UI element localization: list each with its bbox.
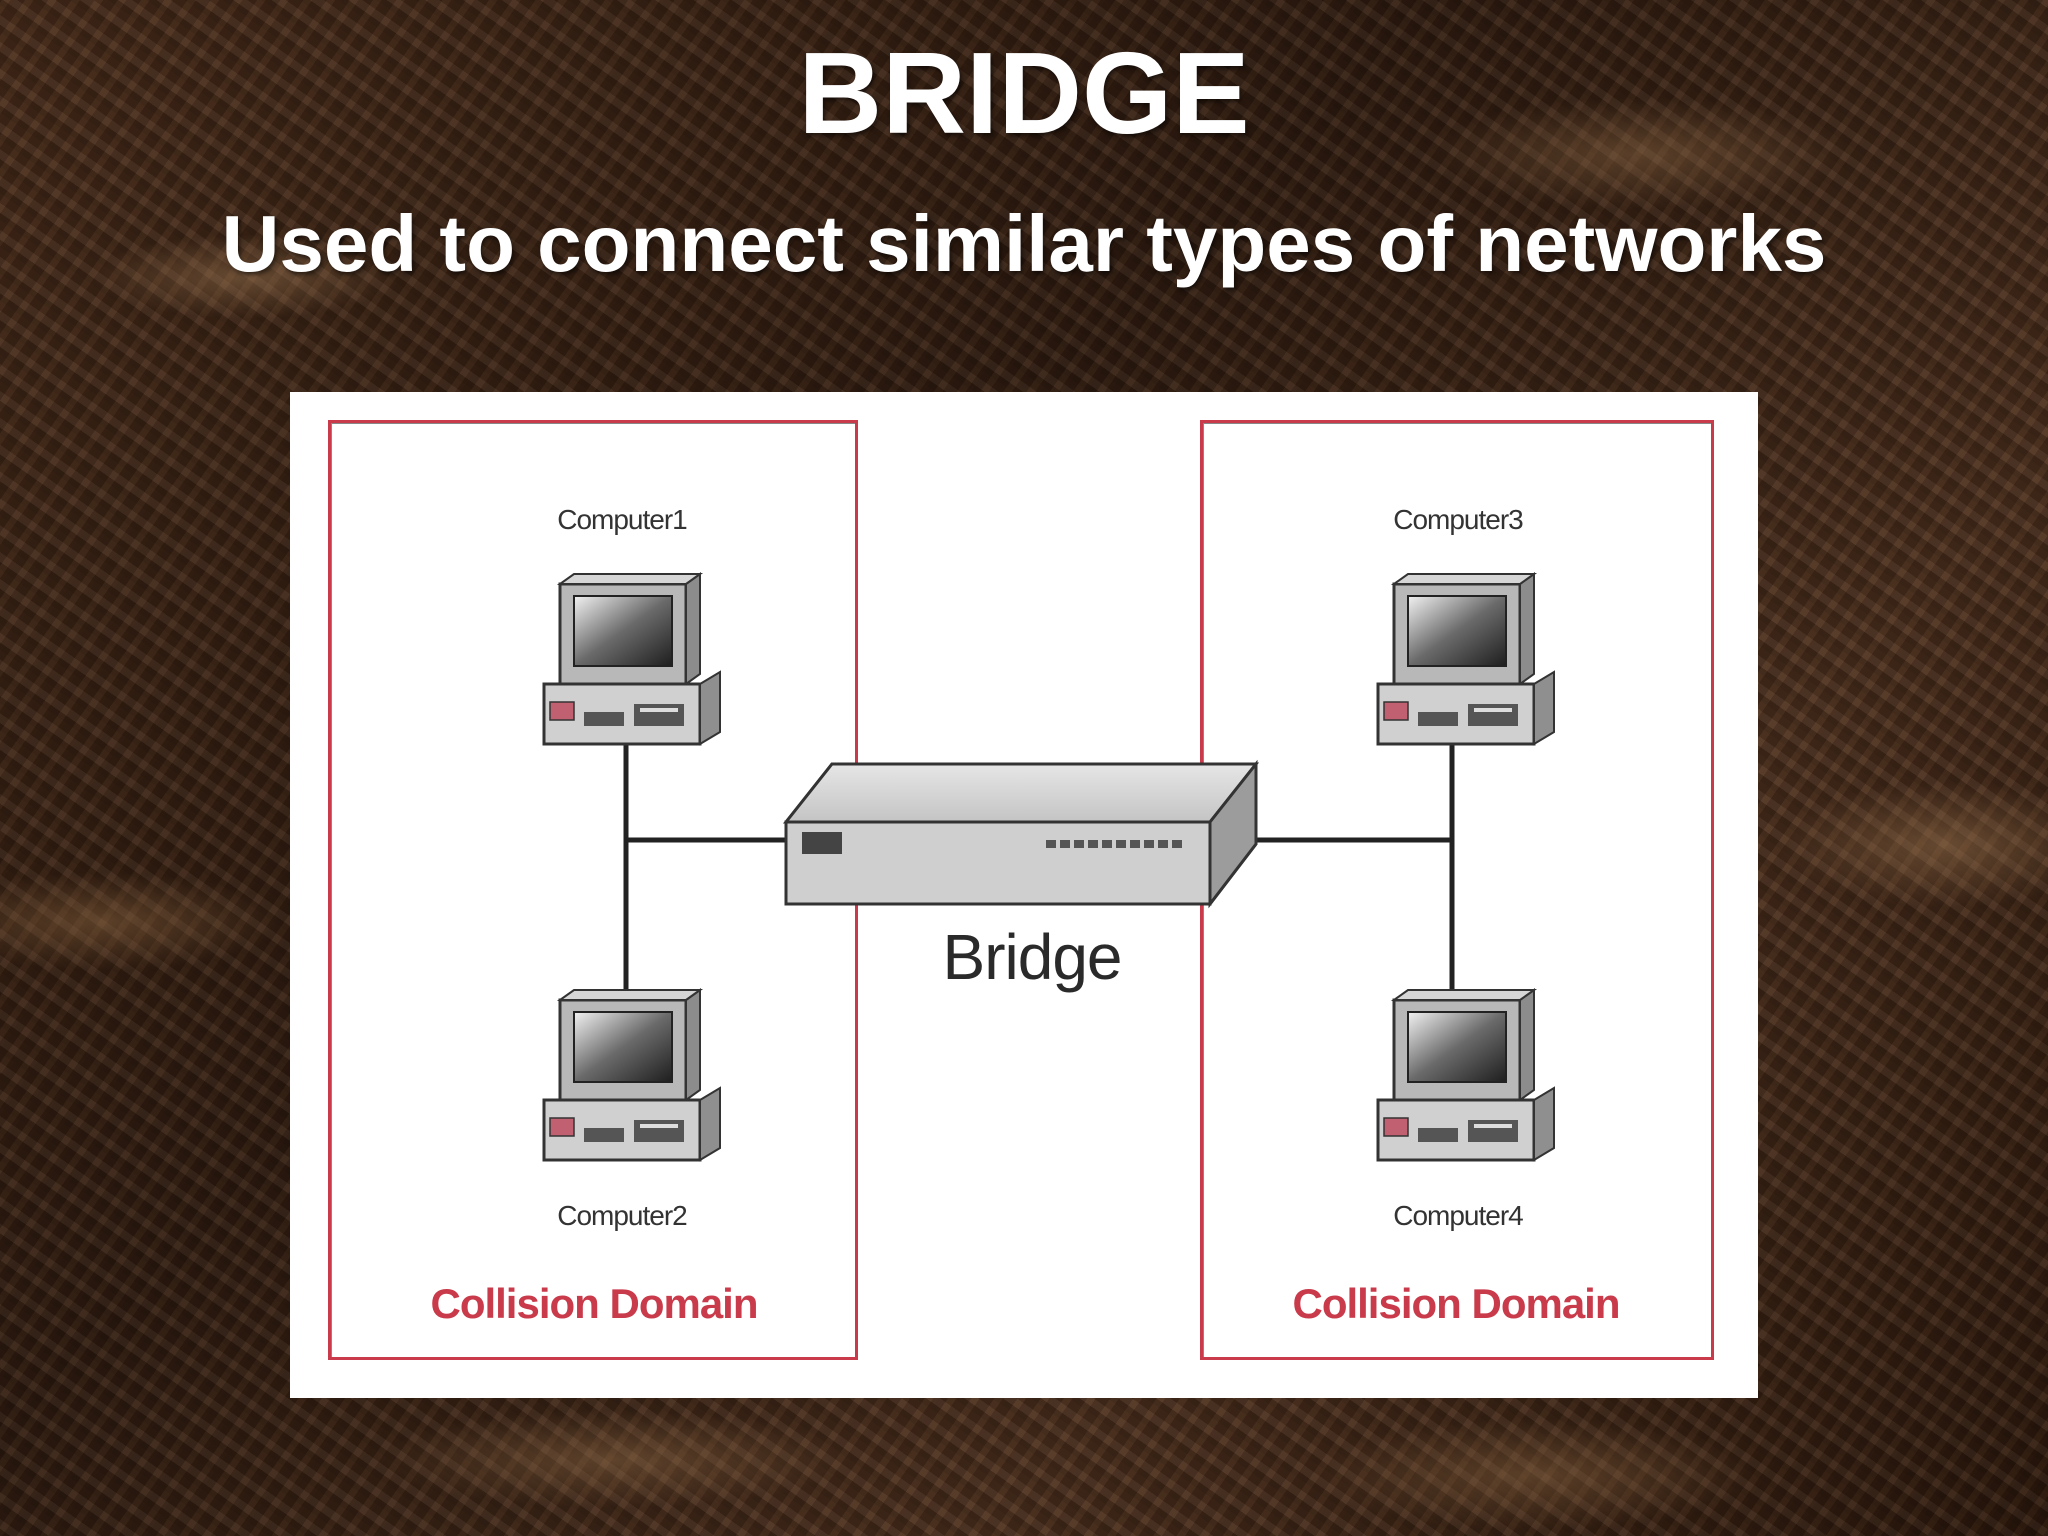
slide-title: BRIDGE [798,28,1250,158]
computer4-label: Computer4 [1393,1200,1524,1231]
slide-subtitle: Used to connect similar types of network… [221,199,1827,288]
bridge-label: Bridge [942,921,1123,993]
computer2-label: Computer2 [557,1200,688,1231]
computer3-label: Computer3 [1393,504,1524,535]
collision-domain-label-left: Collision Domain [430,1280,758,1327]
network-lines [542,572,1556,1162]
bridge-diagram: Computer1 Computer2 Computer3 Computer4 … [290,392,1758,1398]
collision-domain-label-right: Collision Domain [1292,1280,1620,1327]
computer1-label: Computer1 [557,504,688,535]
